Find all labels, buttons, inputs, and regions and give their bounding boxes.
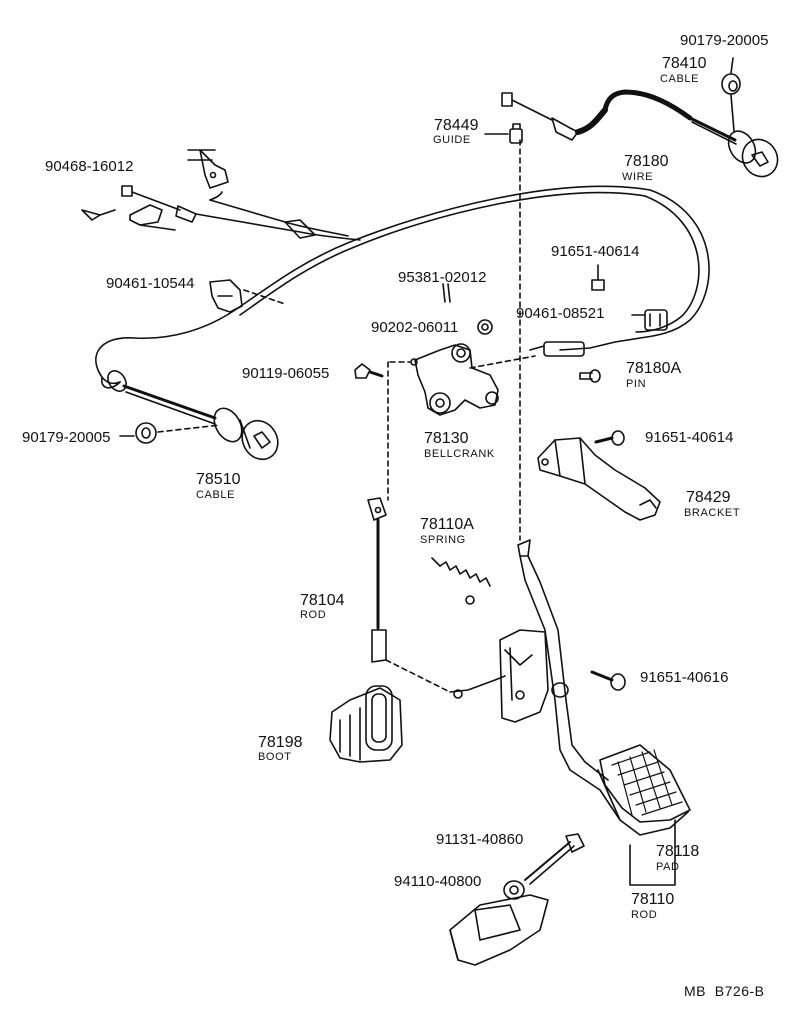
label-95381-02012: 95381-02012 [398,269,487,286]
label-78180-name: WIRE [622,171,654,183]
nut-90179-top [721,73,741,95]
label-78510: 78510 [196,471,241,488]
diagram-code: MB B726-B [684,983,765,999]
label-78449: 78449 [434,117,479,134]
label-90179-20005-top: 90179-20005 [680,32,769,49]
clip-90468 [81,209,116,221]
guide-78449 [509,123,523,144]
label-78198: 78198 [258,734,303,751]
label-78118-name: PAD [656,861,680,873]
label-78510-name: CABLE [196,489,236,501]
cable-78410 [501,89,779,178]
pad-78118 [597,744,691,836]
cable-78510 [100,370,279,461]
bracket-78429 [537,437,661,521]
clip-90461-08521 [644,309,668,331]
cable-upper-left [121,149,361,241]
pedal-arm-78110 [449,539,621,821]
label-78104: 78104 [300,592,345,609]
bellcrank-78130 [410,343,499,416]
label-94110-40800: 94110-40800 [394,873,482,890]
label-90468-16012: 90468-16012 [45,158,134,175]
label-78410: 78410 [662,55,707,72]
label-78449-name: GUIDE [433,134,471,146]
label-78198-name: BOOT [258,751,292,763]
label-91131-40860: 91131-40860 [436,831,524,848]
label-78180: 78180 [624,153,669,170]
spring-78110A [431,557,491,605]
rod-78104 [367,497,387,663]
label-78180A-name: PIN [626,378,647,390]
label-90179-20005-left: 90179-20005 [22,429,111,446]
bolt-91651-lower [590,670,626,691]
label-78110-name: ROD [631,909,658,921]
label-78110: 78110 [631,891,675,908]
nut-90179-left [135,422,157,444]
boot-78198 [329,685,403,763]
foot-rest [449,894,549,966]
label-91651-40616: 91651-40616 [640,669,729,686]
bolt-91651-mid [594,430,625,446]
label-78410-name: CABLE [660,73,700,85]
label-90202-06011: 90202-06011 [371,319,459,336]
label-78110A-name: SPRING [420,534,466,546]
label-78110A: 78110A [420,516,474,533]
label-78130-name: BELLCRANK [424,448,495,460]
label-91651-40614-b: 91651-40614 [645,429,734,446]
label-90119-06055: 90119-06055 [242,365,330,382]
bolt-91651-upper [591,264,605,291]
label-90461-08521: 90461-08521 [516,305,605,322]
label-78104-name: ROD [300,609,327,621]
pin-78180A [579,369,601,383]
label-78429: 78429 [686,489,731,506]
label-78180A: 78180A [626,360,682,377]
label-78130: 78130 [424,430,469,447]
label-78118: 78118 [656,843,700,860]
bolt-91131 [524,833,585,885]
label-91651-40614-a: 91651-40614 [551,243,640,260]
label-78429-name: BRACKET [684,507,741,519]
label-90461-10544: 90461-10544 [106,275,195,292]
bolt-90119 [354,363,384,379]
clip-90461-10544 [209,279,243,313]
